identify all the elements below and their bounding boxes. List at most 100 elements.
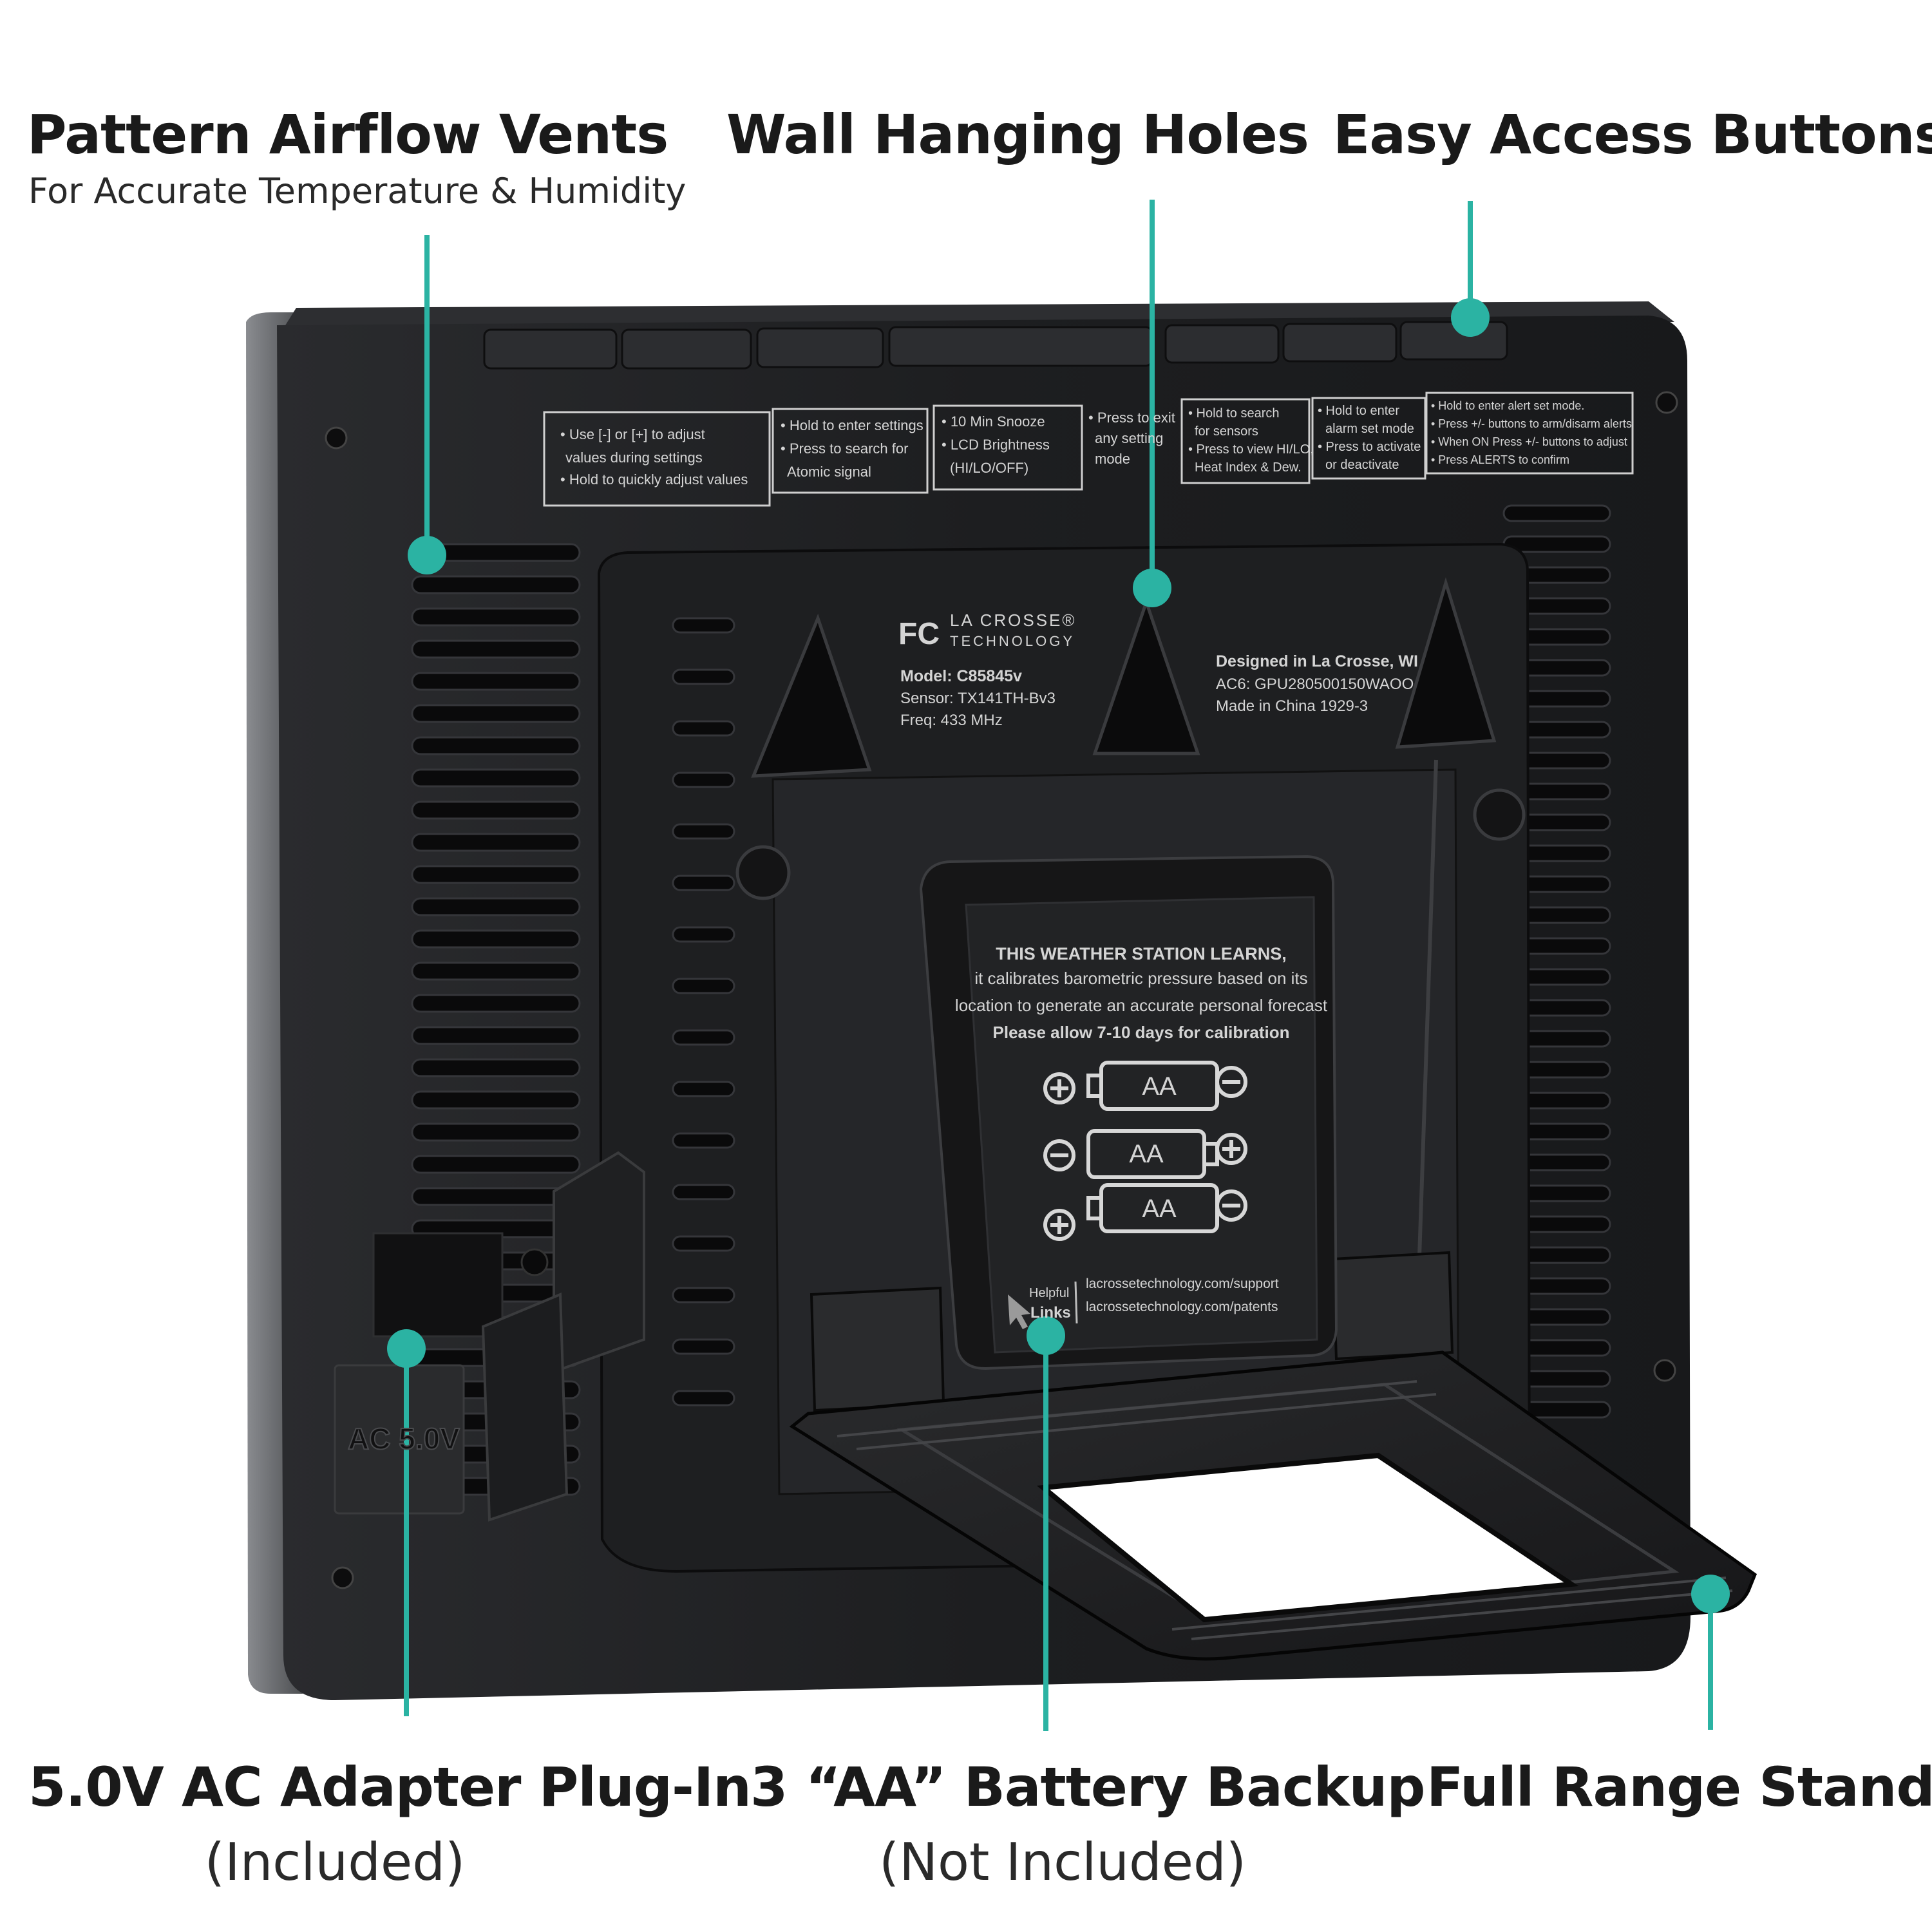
holes-pointer-dot — [1133, 569, 1171, 607]
brand-subtitle: TECHNOLOGY — [950, 633, 1075, 649]
plus-button[interactable] — [621, 328, 752, 370]
frequency: Freq: 433 MHz — [900, 712, 1003, 729]
battery-diagram — [1043, 1061, 1247, 1241]
hint-6-line-2: alarm set mode — [1325, 422, 1414, 436]
hint-3-line-1: • 10 Min Snooze — [942, 413, 1045, 430]
cover-line-3: location to generate an accurate persona… — [955, 996, 1328, 1015]
screws — [325, 391, 1678, 1589]
support-url: lacrossetechnology.com/support — [1086, 1276, 1279, 1291]
hint-4-line-1: • Press to exit — [1088, 410, 1175, 426]
made-in: Made in China 1929-3 — [1216, 697, 1368, 715]
vent-slot — [411, 1058, 581, 1077]
vent-slot — [672, 823, 735, 840]
minus-button[interactable] — [483, 328, 618, 370]
brand-name: LA CROSSE® — [950, 611, 1077, 630]
vent-slot — [411, 575, 581, 594]
sensor-model: Sensor: TX141TH-Bv3 — [900, 690, 1056, 707]
hint-5-line-4: Heat Index & Dew. — [1195, 460, 1302, 475]
vent-slot — [672, 1081, 735, 1097]
model-number: Model: C85845v — [900, 667, 1022, 685]
battery-cover — [919, 855, 1338, 1370]
hint-1-line-3: • Hold to quickly adjust values — [560, 471, 748, 488]
hint-5-line-2: for sensors — [1195, 424, 1258, 439]
vent-slot — [672, 1338, 735, 1355]
vent-slot — [672, 1390, 735, 1406]
hanging-hole-right — [1395, 577, 1497, 749]
vent-slot — [411, 639, 581, 659]
hint-4-line-3: mode — [1095, 451, 1130, 467]
links-divider — [1074, 1281, 1078, 1324]
designed-in: Designed in La Crosse, WI — [1216, 652, 1418, 670]
vents-callout-subtitle: For Accurate Temperature & Humidity — [28, 171, 687, 211]
inner-vents — [672, 617, 735, 1406]
hint-3-line-2: • LCD Brightness — [942, 437, 1050, 453]
panel-screws — [735, 788, 1526, 900]
hint-6-line-4: or deactivate — [1325, 458, 1399, 472]
snooze-light-button[interactable] — [888, 326, 1153, 367]
vent-slot — [411, 1090, 581, 1110]
links-label: Links — [1030, 1304, 1071, 1321]
wall-hanging-holes — [751, 577, 1497, 778]
vent-slot — [411, 833, 581, 852]
vent-slot — [411, 768, 581, 788]
full-range-stand — [789, 1350, 1757, 1661]
button-hints: • Use [-] or [+] to adjust values during… — [543, 392, 1634, 507]
vent-slot — [411, 1155, 581, 1174]
hint-6-line-1: • Hold to enter — [1318, 404, 1399, 418]
hint-4-line-2: any setting — [1095, 430, 1163, 446]
ac-voltage-embossed: AC 5.0V — [348, 1422, 460, 1455]
vent-slot — [672, 926, 735, 943]
vent-slot — [411, 865, 581, 884]
stand-hinges — [810, 1251, 1454, 1412]
hint-2-line-3: Atomic signal — [787, 464, 871, 480]
adapter-callout-title: 5.0V AC Adapter Plug-In — [28, 1756, 752, 1819]
vent-slot — [411, 704, 581, 723]
vent-slot — [672, 1132, 735, 1149]
adapter-jack — [334, 1151, 645, 1522]
hint-7-line-1: • Hold to enter alert set mode. — [1431, 399, 1584, 412]
vent-slot — [411, 961, 581, 981]
helpful-label: Helpful — [1029, 1286, 1069, 1300]
vent-slot — [411, 1026, 581, 1045]
vent-slot — [672, 1184, 735, 1200]
hanging-hole-center — [1092, 597, 1200, 755]
battery-pointer-dot — [1027, 1316, 1065, 1355]
exit-button[interactable] — [1164, 324, 1280, 364]
vent-slot — [672, 772, 735, 788]
vent-slot — [411, 994, 581, 1013]
vent-slot — [672, 1287, 735, 1303]
battery-1-label: AA — [1142, 1072, 1177, 1101]
callout-lines — [387, 200, 1730, 1731]
model-label: FC LA CROSSE® TECHNOLOGY Model: C85845v … — [898, 611, 1418, 729]
stand-callout-title: Full Range Stand — [1426, 1756, 1932, 1819]
hint-6-line-3: • Press to activate — [1318, 440, 1421, 454]
cover-line-4: Please allow 7-10 days for calibration — [993, 1023, 1290, 1042]
vent-slot — [672, 1029, 735, 1046]
antenna — [1415, 759, 1438, 1334]
ac-model: AC6: GPU280500150WAOO — [1216, 676, 1414, 693]
hint-2-line-2: • Press to search for — [781, 440, 908, 457]
adapter-callout-subtitle: (Included) — [204, 1832, 466, 1892]
vent-slot — [411, 607, 581, 627]
hint-1-line-2: values during settings — [565, 450, 703, 466]
vent-slot — [672, 1235, 735, 1252]
settings-button[interactable] — [756, 327, 884, 368]
battery-callout-title: 3 “AA” Battery Backup — [750, 1756, 1426, 1819]
hint-7-line-2: • Press +/- buttons to arm/disarm alerts — [1431, 417, 1632, 430]
vent-slot — [411, 929, 581, 949]
battery-2-label: AA — [1129, 1140, 1164, 1168]
vent-slot — [672, 617, 735, 634]
stand-pointer-dot — [1691, 1575, 1730, 1613]
top-buttons — [483, 321, 1508, 370]
cover-headline: THIS WEATHER STATION LEARNS, — [996, 944, 1287, 963]
vent-slot — [411, 1122, 581, 1142]
hint-5-line-1: • Hold to search — [1188, 406, 1280, 421]
hint-5-line-3: • Press to view HI/LO, — [1188, 442, 1314, 457]
alarm-button[interactable] — [1282, 323, 1397, 363]
vent-slot — [411, 672, 581, 691]
vent-slot — [672, 720, 735, 737]
fcc-mark: FC — [898, 617, 940, 651]
helpful-links: Helpful Links lacrossetechnology.com/sup… — [1029, 1276, 1279, 1321]
